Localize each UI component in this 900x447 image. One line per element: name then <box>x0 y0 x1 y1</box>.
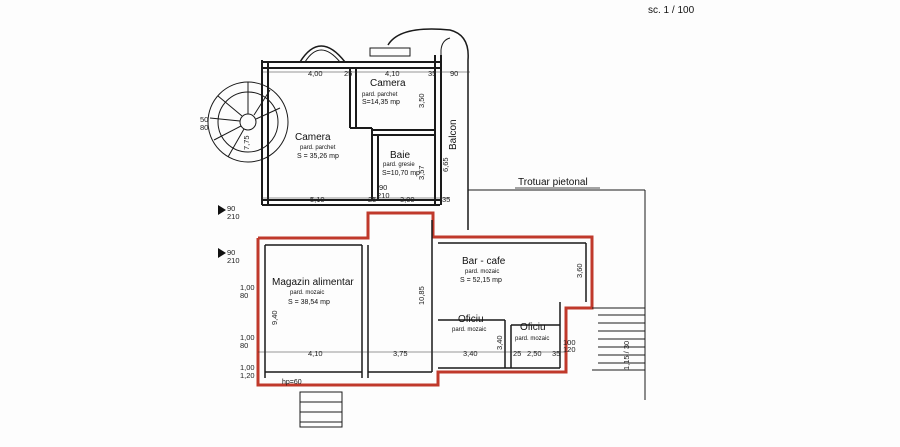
svg-text:2,50: 2,50 <box>527 349 542 358</box>
dimension-mid-row: 5,10 25 3,00 35 <box>262 195 450 204</box>
dimension-vertical: 7,75 3,50 6,65 3,57 9,40 10,85 3,40 3,60… <box>242 93 631 370</box>
room-label-magazin: Magazin alimentar pard. mozaic S = 38,54… <box>272 277 354 306</box>
svg-text:90: 90 <box>379 183 387 192</box>
svg-text:4,10: 4,10 <box>385 69 400 78</box>
svg-text:3,60: 3,60 <box>575 263 584 278</box>
svg-text:35: 35 <box>442 195 450 204</box>
trotuar-label: Trotuar pietonal <box>518 177 588 188</box>
svg-text:3,40: 3,40 <box>495 335 504 350</box>
room-label-camera-large: Camera pard. parchet S = 35,26 mp <box>295 132 339 160</box>
svg-text:Baie: Baie <box>390 150 410 161</box>
svg-text:4,10: 4,10 <box>308 349 323 358</box>
svg-text:pard. mozaic: pard. mozaic <box>465 269 499 275</box>
dimension-bottom-row: 4,10 3,75 3,40 25 2,50 35 <box>258 349 566 358</box>
svg-text:S = 38,54 mp: S = 38,54 mp <box>288 299 330 306</box>
svg-text:35: 35 <box>552 349 560 358</box>
svg-text:3,57: 3,57 <box>417 165 426 180</box>
svg-text:Oficiu: Oficiu <box>458 314 484 325</box>
exterior-stair <box>468 189 646 400</box>
dimension-openings: 90 210 90 210 1,00 80 1,00 80 1,00 1,20 … <box>200 115 576 380</box>
svg-text:pard. parchet: pard. parchet <box>362 92 398 98</box>
dimension-top-row: 4,00 25 4,10 35 90 <box>262 69 470 78</box>
room-label-oficiu-2: Oficiu pard. mozaic <box>515 322 549 342</box>
svg-text:35: 35 <box>428 69 436 78</box>
svg-text:5,10: 5,10 <box>310 195 325 204</box>
svg-text:25: 25 <box>513 349 521 358</box>
svg-text:Oficiu: Oficiu <box>520 322 546 333</box>
upper-walls <box>261 28 469 230</box>
svg-text:1,15 / 30: 1,15 / 30 <box>622 341 631 370</box>
spiral-staircase <box>207 81 289 163</box>
svg-text:90: 90 <box>227 204 235 213</box>
svg-text:1,00: 1,00 <box>240 333 255 342</box>
svg-text:S = 35,26 mp: S = 35,26 mp <box>297 153 339 160</box>
svg-text:90: 90 <box>450 69 458 78</box>
svg-text:S=10,70 mp: S=10,70 mp <box>382 170 420 177</box>
room-label-oficiu-1: Oficiu pard. mozaic <box>452 314 486 333</box>
svg-text:10,85: 10,85 <box>417 286 426 305</box>
svg-text:Bar - cafe: Bar - cafe <box>462 256 506 267</box>
balcon-label: Balcon <box>448 119 459 150</box>
svg-text:pard. mozaic: pard. mozaic <box>515 336 549 342</box>
svg-text:25: 25 <box>344 69 352 78</box>
svg-text:pard. gresie: pard. gresie <box>383 162 415 168</box>
svg-text:S = 52,15 mp: S = 52,15 mp <box>460 277 502 284</box>
svg-text:pard. parchet: pard. parchet <box>300 145 336 151</box>
svg-text:210: 210 <box>227 256 240 265</box>
svg-text:9,40: 9,40 <box>270 310 279 325</box>
svg-text:pard. mozaic: pard. mozaic <box>452 327 486 333</box>
room-label-bar-cafe: Bar - cafe pard. mozaic S = 52,15 mp <box>460 256 506 284</box>
svg-text:80: 80 <box>240 291 248 300</box>
scale-label: sc. 1 / 100 <box>648 5 695 16</box>
svg-text:pard. mozaic: pard. mozaic <box>290 290 324 296</box>
svg-text:1,00: 1,00 <box>240 363 255 372</box>
svg-text:210: 210 <box>227 212 240 221</box>
svg-text:3,75: 3,75 <box>393 349 408 358</box>
room-label-camera-small: Camera pard. parchet S=14,35 mp <box>362 78 406 106</box>
svg-text:1,20: 1,20 <box>240 371 255 380</box>
ground-walls <box>264 220 587 378</box>
svg-text:4,00: 4,00 <box>308 69 323 78</box>
svg-text:3,40: 3,40 <box>463 349 478 358</box>
svg-text:90: 90 <box>227 248 235 257</box>
svg-text:S=14,35 mp: S=14,35 mp <box>362 99 400 106</box>
entrance-steps <box>299 391 343 428</box>
svg-text:80: 80 <box>240 341 248 350</box>
svg-text:1,00: 1,00 <box>240 283 255 292</box>
svg-text:100: 100 <box>563 338 576 347</box>
svg-text:120: 120 <box>563 345 576 354</box>
hp-label: hp=60 <box>282 379 302 386</box>
svg-text:6,65: 6,65 <box>441 157 450 172</box>
svg-text:80: 80 <box>200 123 208 132</box>
svg-text:3,00: 3,00 <box>400 195 415 204</box>
svg-text:210: 210 <box>377 191 390 200</box>
svg-text:25: 25 <box>368 195 376 204</box>
svg-text:50: 50 <box>200 115 208 124</box>
svg-text:Magazin alimentar: Magazin alimentar <box>272 277 354 288</box>
svg-text:Camera: Camera <box>370 78 406 89</box>
svg-text:7,75: 7,75 <box>242 135 251 150</box>
section-markers <box>218 205 226 258</box>
room-label-baie: Baie pard. gresie S=10,70 mp <box>382 150 420 177</box>
svg-text:Camera: Camera <box>295 132 331 143</box>
svg-text:3,50: 3,50 <box>417 93 426 108</box>
